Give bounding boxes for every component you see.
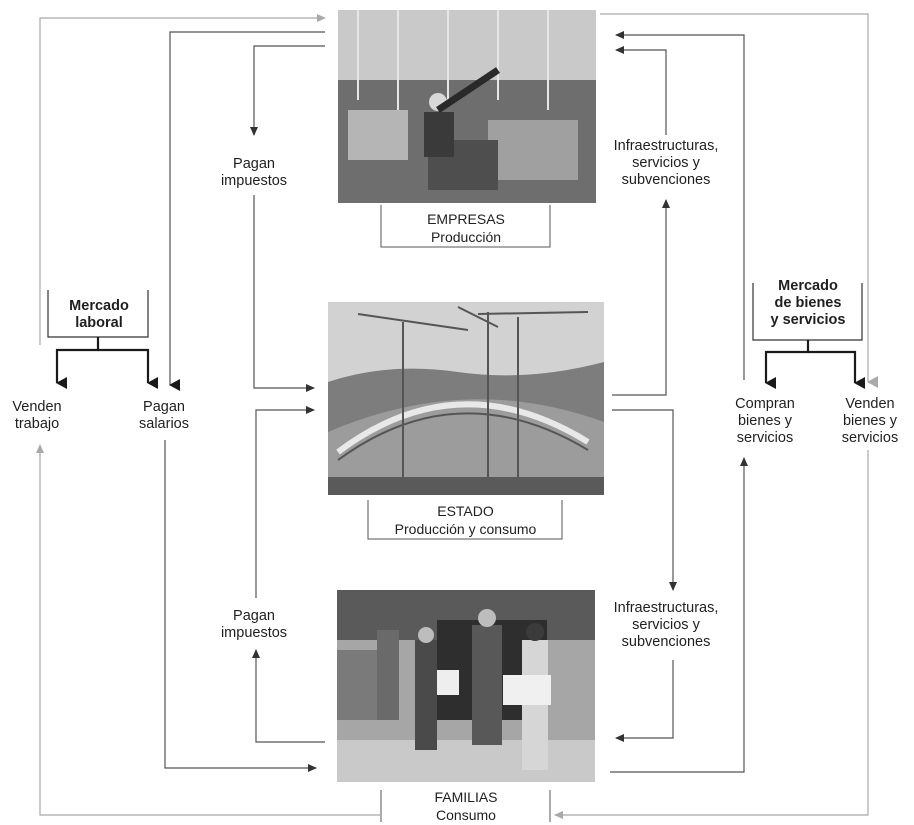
compran-bottom bbox=[610, 457, 748, 773]
impuestos-bottom-a bbox=[252, 649, 325, 743]
salarios-bottom bbox=[164, 440, 317, 772]
compran-top bbox=[615, 31, 745, 380]
infra-bottom-b bbox=[615, 660, 674, 742]
familias-role: Consumo bbox=[436, 807, 496, 823]
mercado-bienes-label: Mercado de bienes y servicios bbox=[770, 278, 846, 328]
salarios-top bbox=[169, 31, 325, 391]
pagan-impuestos-top-label: Pagan impuestos bbox=[220, 156, 288, 189]
estado-caption: ESTADO Producción y consumo bbox=[368, 502, 563, 538]
infra-bottom-a bbox=[612, 409, 677, 591]
familias-caption: FAMILIAS Consumo bbox=[381, 788, 551, 824]
outer-left-loop bbox=[36, 444, 380, 816]
venden-trabajo-label: Venden trabajo bbox=[12, 399, 62, 432]
impuestos-top-a bbox=[250, 45, 325, 136]
impuestos-top-b bbox=[253, 195, 315, 392]
outer-right-bottom bbox=[554, 450, 869, 819]
outer-left-top bbox=[39, 14, 326, 345]
outer-right-top bbox=[600, 13, 878, 388]
laboral-split bbox=[55, 337, 100, 389]
infra-top-a bbox=[612, 199, 670, 396]
empresas-caption-bracket bbox=[380, 205, 551, 248]
empresas-caption: EMPRESAS Producción bbox=[381, 210, 551, 246]
compran-label: Compran bienes y servicios bbox=[735, 396, 795, 446]
pagan-salarios-label: Pagan salarios bbox=[139, 399, 189, 432]
estado-name: ESTADO bbox=[437, 503, 494, 519]
pagan-impuestos-bottom-label: Pagan impuestos bbox=[220, 608, 288, 641]
estado-caption-bracket bbox=[367, 500, 563, 540]
familias-photo bbox=[337, 590, 595, 782]
infra-top-label: Infraestructuras, servicios y subvencion… bbox=[613, 138, 719, 188]
empresas-role: Producción bbox=[430, 229, 502, 245]
impuestos-bottom-b bbox=[255, 406, 315, 598]
empresas-photo bbox=[338, 10, 596, 203]
infra-bottom-label: Infraestructuras, servicios y subvencion… bbox=[613, 600, 719, 650]
estado-role: Producción y consumo bbox=[394, 521, 537, 537]
estado-photo bbox=[328, 302, 604, 495]
mercado-laboral-label: Mercado laboral bbox=[69, 298, 129, 331]
bienes-split bbox=[764, 340, 810, 389]
empresas-name: EMPRESAS bbox=[427, 211, 505, 227]
infra-top-b bbox=[615, 46, 667, 135]
venden-bienes-label: Venden bienes y servicios bbox=[841, 396, 899, 446]
familias-name: FAMILIAS bbox=[434, 789, 498, 805]
